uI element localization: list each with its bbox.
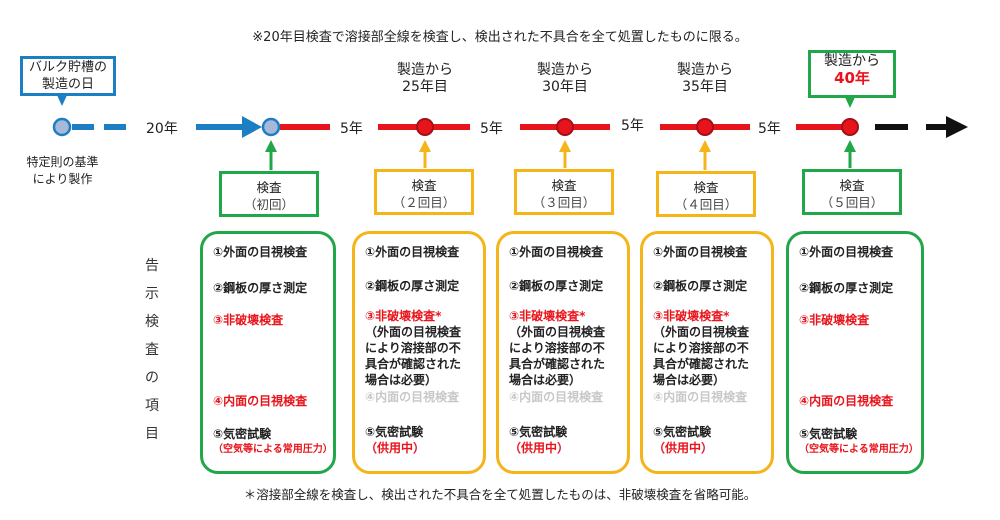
gap-label-20: 20年 <box>146 121 178 137</box>
milestone-30-label: 製造から 30年目 <box>537 62 593 95</box>
item-2-4: ④内面の目視検査 <box>365 390 460 404</box>
inspection-1-box: 検査 （初回） <box>219 171 319 217</box>
node-25-year <box>416 118 434 136</box>
node-start <box>52 117 72 137</box>
item-3-3-note-3: 具合が確認された <box>509 357 606 371</box>
items-box-3: ①外面の目視検査 ②鋼板の厚さ測定 ③非破壊検査* （外面の目視検査 により溶接… <box>496 231 630 474</box>
milestone-40-line1: 製造から <box>824 53 880 69</box>
inspection-3-box: 検査 （３回目） <box>514 169 614 215</box>
up-arrow-3 <box>559 140 571 168</box>
item-4-5-sub: （供用中） <box>653 441 714 455</box>
item-4-3-note-1: （外面の目視検査 <box>653 325 750 339</box>
item-4-3: ③非破壊検査* <box>653 309 730 323</box>
item-4-1: ①外面の目視検査 <box>653 245 748 259</box>
item-4-2: ②鋼板の厚さ測定 <box>653 279 748 293</box>
inspection-items-vertical-label: 告 示 検 査 の 項 目 <box>145 258 159 442</box>
start-label-box: バルク貯槽の 製造の日 <box>20 56 116 96</box>
item-2-3: ③非破壊検査* <box>365 309 442 323</box>
item-3-3-note-2: により溶接部の不 <box>509 341 605 355</box>
item-2-1: ①外面の目視検査 <box>365 245 460 259</box>
milestone-40-bubble-pointer <box>844 95 856 108</box>
items-box-1: ①外面の目視検査 ②鋼板の厚さ測定 ③非破壊検査 ④内面の目視検査 ⑤気密試験 … <box>200 231 336 474</box>
item-4-4: ④内面の目視検査 <box>653 390 748 404</box>
gap-label-5-1: 5年 <box>340 121 363 137</box>
item-1-1: ①外面の目視検査 <box>213 245 308 259</box>
items-box-5: ①外面の目視検査 ②鋼板の厚さ測定 ③非破壊検査 ④内面の目視検査 ⑤気密試験 … <box>786 231 924 474</box>
item-5-3: ③非破壊検査 <box>799 313 870 327</box>
items-box-2: ①外面の目視検査 ②鋼板の厚さ測定 ③非破壊検査* （外面の目視検査 により溶接… <box>352 231 486 474</box>
item-5-5: ⑤気密試験 <box>799 427 858 441</box>
up-arrow-5 <box>844 140 856 168</box>
top-note: ※20年目検査で溶接部全線を検査し、検出された不具合を全て処置したものに限る。 <box>252 30 748 45</box>
inspection-4-box: 検査 （４回目） <box>656 171 756 217</box>
up-arrow-1 <box>265 140 277 170</box>
gap-label-5-2: 5年 <box>480 121 503 137</box>
item-4-5: ⑤気密試験 <box>653 425 712 439</box>
item-4-3-note-4: 場合は必要） <box>653 373 726 387</box>
node-35-year <box>696 118 714 136</box>
item-4-3-note-3: 具合が確認された <box>653 357 750 371</box>
item-3-3-note-1: （外面の目視検査 <box>509 325 606 339</box>
item-2-3-note-4: 場合は必要） <box>365 373 438 387</box>
item-5-2: ②鋼板の厚さ測定 <box>799 281 894 295</box>
item-1-4: ④内面の目視検査 <box>213 394 308 408</box>
item-3-4: ④内面の目視検査 <box>509 390 604 404</box>
node-30-year <box>556 118 574 136</box>
item-5-5-sub: （空気等による常用圧力） <box>799 444 919 455</box>
item-5-1: ①外面の目視検査 <box>799 245 894 259</box>
up-arrow-4 <box>699 140 711 170</box>
node-40-year <box>841 118 859 136</box>
bottom-note: ＊溶接部全線を検査し、検出された不具合を全て処置したものは、非破壊検査を省略可能… <box>243 487 757 502</box>
item-2-2: ②鋼板の厚さ測定 <box>365 279 460 293</box>
item-3-2: ②鋼板の厚さ測定 <box>509 279 604 293</box>
item-3-3-note-4: 場合は必要） <box>509 373 582 387</box>
item-2-3-note-1: （外面の目視検査 <box>365 325 462 339</box>
gap-label-5-3: 5年 <box>621 118 644 134</box>
timeline-20-year-arrowhead <box>242 116 262 138</box>
item-5-4: ④内面の目視検査 <box>799 394 894 408</box>
item-4-3-note-2: により溶接部の不 <box>653 341 749 355</box>
start-note: 特定則の基準 により製作 <box>26 155 99 186</box>
items-box-4: ①外面の目視検査 ②鋼板の厚さ測定 ③非破壊検査* （外面の目視検査 により溶接… <box>640 231 774 474</box>
milestone-40-line2: 40年 <box>834 69 870 87</box>
milestone-25-label: 製造から 25年目 <box>397 62 453 95</box>
start-label-line2: 製造の日 <box>41 77 94 92</box>
timeline-future-arrowhead <box>946 116 968 138</box>
inspection-5-box: 検査 （５回目） <box>802 169 902 215</box>
item-2-3-note-2: により溶接部の不 <box>365 341 461 355</box>
item-1-2: ②鋼板の厚さ測定 <box>213 281 308 295</box>
start-label-line1: バルク貯槽の <box>28 60 107 75</box>
item-3-5-sub: （供用中） <box>509 441 570 455</box>
item-2-3-note-3: 具合が確認された <box>365 357 462 371</box>
up-arrow-2 <box>419 140 431 168</box>
node-20-year <box>261 117 281 137</box>
item-3-3: ③非破壊検査* <box>509 309 586 323</box>
item-3-1: ①外面の目視検査 <box>509 245 604 259</box>
item-1-3: ③非破壊検査 <box>213 313 284 327</box>
item-2-5: ⑤気密試験 <box>365 425 424 439</box>
item-1-5-sub: （空気等による常用圧力） <box>213 444 333 455</box>
item-2-5-sub: （供用中） <box>365 441 426 455</box>
item-3-5: ⑤気密試験 <box>509 425 568 439</box>
gap-label-5-4: 5年 <box>758 121 781 137</box>
inspection-2-box: 検査 （２回目） <box>374 169 474 215</box>
milestone-35-label: 製造から 35年目 <box>677 62 733 95</box>
item-1-5: ⑤気密試験 <box>213 427 272 441</box>
start-bubble-pointer <box>56 93 68 106</box>
